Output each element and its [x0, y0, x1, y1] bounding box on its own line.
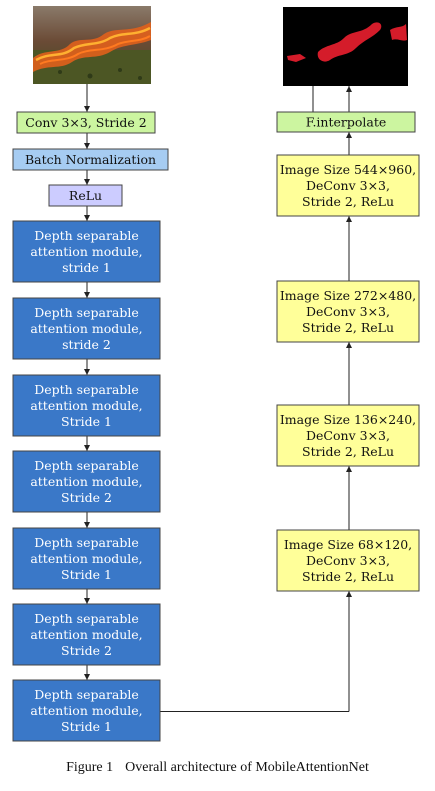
box-label-line: Stride 2, ReLu	[302, 444, 394, 459]
box-label-line: Image Size 68×120,	[284, 537, 412, 552]
box-label-line: Stride 1	[61, 414, 112, 429]
box-label-line: DeConv 3×3,	[306, 178, 390, 193]
figure-caption: Figure 1 Overall architecture of MobileAt…	[0, 760, 435, 776]
box-rect	[276, 280, 420, 343]
box-rect	[12, 679, 161, 742]
box-label-line: attention module,	[30, 474, 142, 489]
box-label-line: stride 2	[62, 337, 111, 352]
box-label-line: Stride 1	[61, 719, 112, 734]
box-rect	[12, 148, 169, 171]
box-label-line: DeConv 3×3,	[306, 304, 390, 319]
box-label-line: Depth separable	[34, 228, 139, 243]
box-rect	[12, 220, 161, 283]
box-label-line: ReLu	[69, 188, 102, 203]
box-label-line: Image Size 272×480,	[280, 288, 416, 303]
box-rect	[16, 111, 156, 134]
box-rect	[48, 184, 123, 207]
architecture-diagram: Conv 3×3, Stride 2 Batch NormalizationReL…	[12, 6, 420, 742]
box-rect	[276, 111, 416, 133]
box-label-line: attention module,	[30, 551, 142, 566]
box-label-line: Depth separable	[34, 611, 139, 626]
box-label-line: Depth separable	[34, 305, 139, 320]
box-label-line: Stride 2	[61, 643, 112, 658]
box-rect	[12, 450, 161, 513]
input-fire-image	[33, 6, 151, 84]
box-label-line: stride 1	[62, 260, 111, 275]
box-rect	[276, 529, 420, 592]
box-dec1: Image Size 544×960,DeConv 3×3,Stride 2, …	[276, 154, 420, 217]
box-dec2: Image Size 272×480,DeConv 3×3,Stride 2, …	[276, 280, 420, 343]
caption-figure-number: Figure 1	[66, 760, 114, 775]
box-label-line: Stride 2, ReLu	[302, 569, 394, 584]
box-label-line: Depth separable	[34, 382, 139, 397]
box-label-line: Stride 2	[61, 490, 112, 505]
box-label-line: Depth separable	[34, 458, 139, 473]
connector-lines	[84, 84, 352, 712]
box-label-line: Image Size 544×960,	[280, 162, 416, 177]
box-label-line: Depth separable	[34, 535, 139, 550]
caption-title: Overall architecture of MobileAttentionN…	[125, 760, 369, 775]
box-label-line: DeConv 3×3,	[306, 553, 390, 568]
box-bn: Batch Normalization	[12, 148, 169, 171]
box-dec4: Image Size 68×120,DeConv 3×3,Stride 2, R…	[276, 529, 420, 592]
box-label-line: attention module,	[30, 398, 142, 413]
box-label-line: Conv 3×3, Stride 2	[25, 115, 146, 130]
box-label-line: F.interpolate	[306, 114, 387, 129]
box-label-line: Batch Normalization	[25, 152, 156, 167]
box-label-line: Stride 1	[61, 567, 112, 582]
box-relu: ReLu	[48, 184, 123, 207]
box-label-line: attention module,	[30, 627, 142, 642]
box-label-line: DeConv 3×3,	[306, 428, 390, 443]
box-label-line: attention module,	[30, 703, 142, 718]
box-label-line: attention module,	[30, 244, 142, 259]
box-interp: F.interpolate	[276, 111, 416, 133]
box-label-line: Depth separable	[34, 687, 139, 702]
box-rect	[12, 297, 161, 360]
box-conv: Conv 3×3, Stride 2	[16, 111, 156, 134]
box-label-line: Image Size 136×240,	[280, 412, 416, 427]
box-rect	[276, 154, 420, 217]
box-rect	[12, 527, 161, 590]
box-label-line: attention module,	[30, 321, 142, 336]
box-dec3: Image Size 136×240,DeConv 3×3,Stride 2, …	[276, 404, 420, 467]
box-label-line: Stride 2, ReLu	[302, 194, 394, 209]
box-label-line: Stride 2, ReLu	[302, 320, 394, 335]
output-mask-image	[283, 7, 408, 86]
layer-boxes: Conv 3×3, Stride 2 Batch NormalizationReL…	[12, 111, 420, 742]
box-rect	[276, 404, 420, 467]
box-rect	[12, 603, 161, 666]
box-rect	[12, 374, 161, 437]
